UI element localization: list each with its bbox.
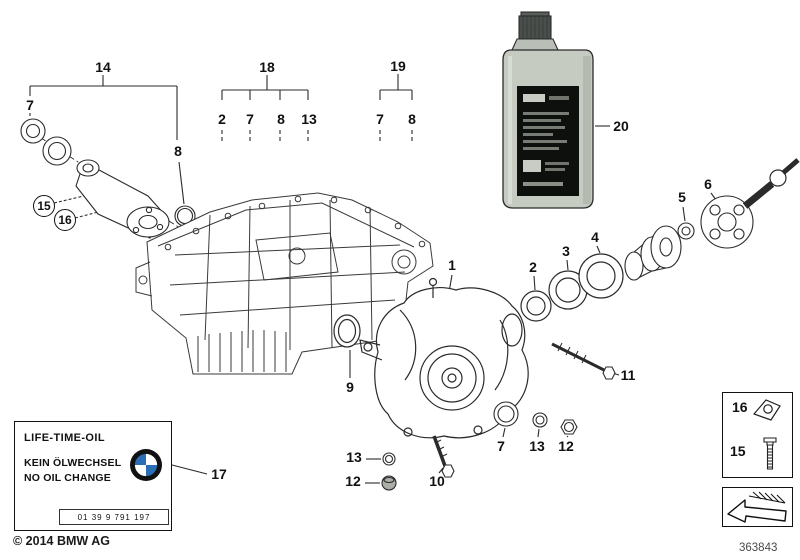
drive-flange-assembly: [624, 195, 754, 281]
callout-13-left[interactable]: 13: [346, 449, 362, 465]
callout-3[interactable]: 3: [562, 243, 570, 259]
callout-9[interactable]: 9: [346, 379, 354, 395]
callout-7-bottom[interactable]: 7: [497, 438, 505, 454]
callout-1[interactable]: 1: [448, 257, 456, 273]
callout-15-box[interactable]: 15: [730, 443, 746, 459]
callout-4[interactable]: 4: [591, 229, 599, 245]
callout-18-8[interactable]: 8: [277, 111, 285, 127]
callout-19-7[interactable]: 7: [376, 111, 384, 127]
callout-12-bottom[interactable]: 12: [558, 438, 574, 454]
gasket-ring-9: [333, 314, 361, 348]
callout-15-circled[interactable]: 15: [33, 195, 55, 217]
oil-label-line-1: LIFE-TIME-OIL: [24, 432, 105, 444]
callout-18-7[interactable]: 7: [246, 111, 254, 127]
copyright-text: © 2014 BMW AG: [13, 534, 110, 548]
output-flange-assembly: [20, 118, 196, 239]
direction-indicator-box: [722, 487, 793, 527]
bolt-icon: [763, 437, 777, 470]
seal-rings-right: [520, 253, 624, 322]
callout-10[interactable]: 10: [429, 473, 445, 489]
callout-17[interactable]: 17: [211, 466, 227, 482]
callout-8-top[interactable]: 8: [174, 143, 182, 159]
callout-5[interactable]: 5: [678, 189, 686, 205]
callout-16-circled[interactable]: 16: [54, 209, 76, 231]
callout-13-bottom[interactable]: 13: [529, 438, 545, 454]
oil-bottle: [502, 11, 594, 209]
hardware-box: 16 15: [722, 392, 793, 478]
bolts-and-plugs: [381, 342, 616, 491]
callout-18-2[interactable]: 2: [218, 111, 226, 127]
oil-pan: [135, 192, 434, 375]
lock-plate-icon: [752, 399, 781, 421]
oil-label-line-3: NO OIL CHANGE: [24, 472, 111, 484]
callout-2[interactable]: 2: [529, 259, 537, 275]
callout-20[interactable]: 20: [613, 118, 629, 134]
callout-12-left[interactable]: 12: [345, 473, 361, 489]
callout-6[interactable]: 6: [704, 176, 712, 192]
direction-arrow-icon: [727, 491, 787, 523]
differential-housing: [359, 277, 529, 439]
oil-label-box: LIFE-TIME-OIL KEIN ÖLWECHSEL NO OIL CHAN…: [14, 421, 172, 531]
callout-18[interactable]: 18: [259, 59, 275, 75]
diagram-number: 363843: [739, 542, 778, 554]
callout-18-13[interactable]: 13: [301, 111, 317, 127]
callout-11[interactable]: 11: [620, 367, 636, 383]
callout-7-top[interactable]: 7: [26, 97, 34, 113]
callout-16-box[interactable]: 16: [732, 399, 748, 415]
bmw-logo: [130, 449, 162, 481]
oil-label-line-2: KEIN ÖLWECHSEL: [24, 457, 122, 469]
callout-19-8[interactable]: 8: [408, 111, 416, 127]
callout-19[interactable]: 19: [390, 58, 406, 74]
callout-14[interactable]: 14: [95, 59, 111, 75]
output-shaft: [742, 158, 800, 209]
part-number-label: 01 39 9 791 197: [59, 509, 169, 525]
